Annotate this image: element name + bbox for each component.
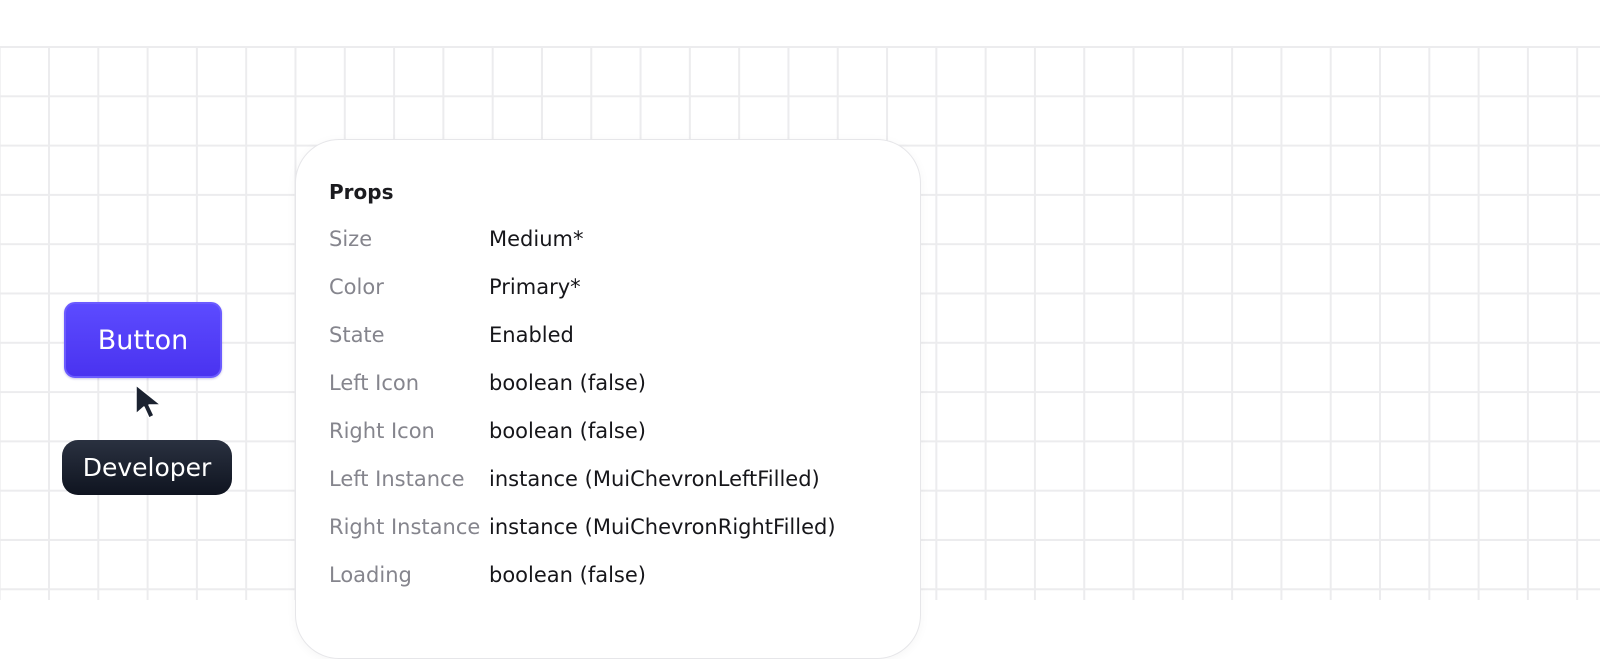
prop-row-color: Color Primary* [329,272,909,302]
props-panel: Props Size Medium* Color Primary* State … [295,139,921,659]
prop-label: Size [329,227,373,251]
prop-value[interactable]: instance (MuiChevronRightFilled) [489,515,836,539]
prop-value[interactable]: Medium* [489,227,584,251]
prop-row-right-instance: Right Instance instance (MuiChevronRight… [329,512,909,542]
prop-row-size: Size Medium* [329,224,909,254]
prop-value[interactable]: boolean (false) [489,419,646,443]
prop-label: Right Icon [329,419,435,443]
prop-label: State [329,323,385,347]
prop-label: Right Instance [329,515,481,539]
prop-value[interactable]: boolean (false) [489,563,646,587]
preview-button[interactable]: Button [64,302,222,378]
prop-row-state: State Enabled [329,320,909,350]
prop-row-right-icon: Right Icon boolean (false) [329,416,909,446]
prop-label: Left Instance [329,467,465,491]
prop-label: Color [329,275,384,299]
prop-label: Loading [329,563,412,587]
prop-row-left-instance: Left Instance instance (MuiChevronLeftFi… [329,464,909,494]
prop-label: Left Icon [329,371,420,395]
preview-button-label: Button [97,324,189,356]
prop-value[interactable]: boolean (false) [489,371,646,395]
prop-value[interactable]: Enabled [489,323,574,347]
props-title: Props [329,180,394,204]
prop-value[interactable]: Primary* [489,275,581,299]
prop-row-left-icon: Left Icon boolean (false) [329,368,909,398]
pointer-cursor-icon [135,384,162,419]
developer-badge: Developer [62,440,232,495]
prop-value[interactable]: instance (MuiChevronLeftFilled) [489,467,820,491]
prop-row-loading: Loading boolean (false) [329,560,909,590]
developer-badge-label: Developer [82,453,212,482]
